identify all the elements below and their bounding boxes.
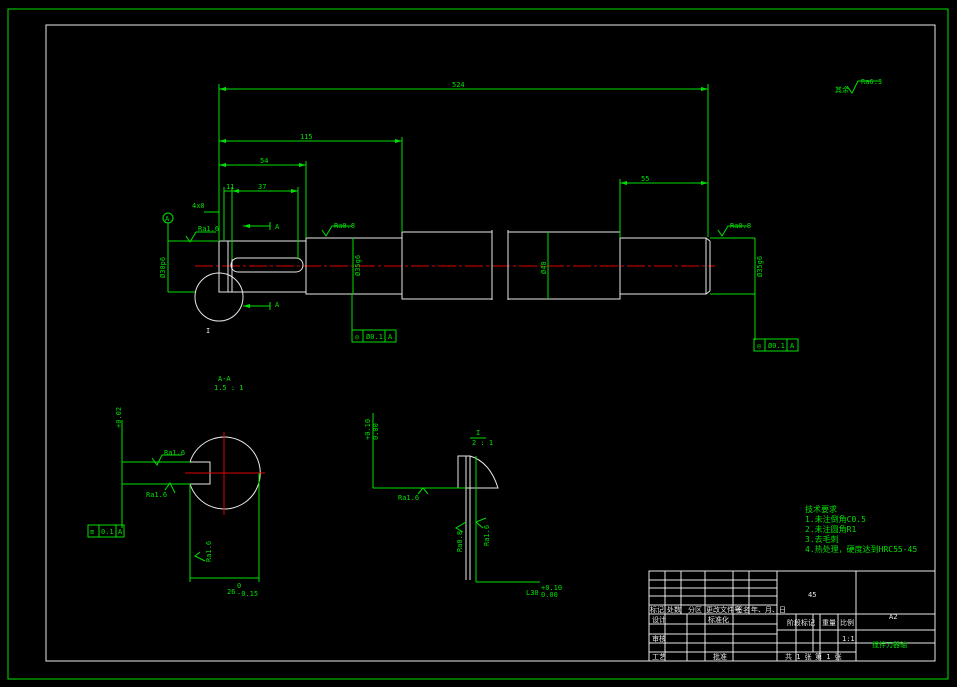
runout-frame-left: ◎ Ø0.1 A xyxy=(351,329,397,343)
tech-heading: 技术要求 xyxy=(805,504,837,514)
runout-frame-right: ◎ Ø0.1 A xyxy=(753,338,799,352)
detail-tol-upper: +0.10 xyxy=(364,419,372,440)
section-title: A-A xyxy=(218,375,231,383)
tb-sheet-total: 共 1 张 xyxy=(785,652,812,661)
section-ra-bottom: Ra1.6 xyxy=(146,491,167,499)
detail-i: I 2 : 1 +0.10 0.00 Ra1.6 Ra0.8 Ra1.6 L30… xyxy=(364,413,562,599)
tb-row-approve: 批准 xyxy=(713,652,727,661)
dim-chamfer: 4x0 xyxy=(192,202,205,210)
tb-row-process: 工艺 xyxy=(652,653,666,661)
detail-length: L30 xyxy=(526,589,539,597)
cut-label-top: A xyxy=(275,223,280,231)
section-ra-top: Ra1.6 xyxy=(164,449,185,457)
inner-frame xyxy=(45,24,936,662)
dim-115: 115 xyxy=(300,133,313,141)
tech-item-1: 1.未注倒角C0.5 xyxy=(805,514,866,524)
symmetry-frame: ≡ 0.1 A xyxy=(87,524,125,538)
dim-dia-40: Ø40 xyxy=(540,261,548,274)
tb-weight: 重量 xyxy=(822,619,836,627)
dim-dia-30: Ø30p6 xyxy=(159,257,167,278)
detail-scale: 2 : 1 xyxy=(472,439,493,447)
dimension-lines xyxy=(167,84,756,340)
section-dims xyxy=(121,420,260,582)
runout-left-datum: A xyxy=(388,333,393,341)
dim-54: 54 xyxy=(260,157,268,165)
roughness-symbols xyxy=(185,80,880,243)
ra-general: Ra6.3 xyxy=(861,78,882,86)
cut-label-bottom: A xyxy=(275,301,280,309)
keyway-tol-upper: 0 xyxy=(237,582,241,590)
detail-tol-lower: 0.00 xyxy=(372,423,380,440)
tb-header-1: 处数 xyxy=(667,605,681,614)
dim-55: 55 xyxy=(641,175,649,183)
keyway-tol-lower: -0.15 xyxy=(237,590,258,598)
keyway-depth: 26 xyxy=(227,588,235,596)
tb-header-5: 年、月、日 xyxy=(751,605,786,614)
tb-part-name: 搅拌刀器轴 xyxy=(872,640,907,649)
tb-header-3: 更改文件号 xyxy=(706,605,741,614)
ra-general-prefix: 其余 xyxy=(835,85,849,94)
dim-dia-35-right: Ø35g6 xyxy=(756,256,764,277)
section-ra-vert: Ra1.6 xyxy=(205,541,213,562)
dim-37: 37 xyxy=(258,183,266,191)
tech-item-3: 3.去毛刺 xyxy=(805,534,839,544)
tb-stage-mark: 阶段标记 xyxy=(787,618,815,627)
detail-title: I xyxy=(476,429,480,437)
symmetry-symbol: ≡ xyxy=(90,528,94,536)
tb-header-0: 标记 xyxy=(650,605,664,614)
runout-left-symbol: ◎ xyxy=(355,333,360,341)
tb-scale-value: 1:1 xyxy=(842,635,855,643)
tb-sheet-no: 第 1 张 xyxy=(815,652,842,661)
section-a-a: A-A 1.5 : 1 +0.02 Ra1.6 Ra1.6 Ra1.6 26 0… xyxy=(87,375,265,598)
tb-row-standard: 标准化 xyxy=(708,615,729,624)
tb-drawing-no: A2 xyxy=(889,613,897,621)
section-body xyxy=(189,436,261,510)
ra-08-left: Ra0.8 xyxy=(334,222,355,230)
runout-right-value: Ø0.1 xyxy=(768,342,785,350)
dim-dia-35-left: Ø35g6 xyxy=(354,255,362,276)
tb-row-check: 审核 xyxy=(652,634,666,643)
detail-dims xyxy=(372,413,540,583)
dimension-arrows xyxy=(219,87,708,308)
tech-item-4: 4.热处理，硬度达到HRC55-45 xyxy=(805,544,917,554)
tb-row-design: 设计 xyxy=(652,615,666,624)
detail-ra-vert1: Ra0.8 xyxy=(456,531,464,552)
detail-ra-left: Ra1.6 xyxy=(398,494,419,502)
detail-ref-label: I xyxy=(206,327,210,335)
section-scale: 1.5 : 1 xyxy=(214,384,244,392)
runout-right-symbol: ◎ xyxy=(757,342,762,350)
detail-len-lower: 0.00 xyxy=(541,591,558,599)
tech-item-2: 2.未注圆角R1 xyxy=(805,524,856,534)
detail-profile xyxy=(457,455,499,489)
main-shaft-view: 524 115 54 37 11 4x0 55 Ø30p6 Ø35g6 Ø40 … xyxy=(159,78,882,352)
ra-08-right: Ra0.8 xyxy=(730,222,751,230)
ra-16-left: Ra1.6 xyxy=(198,225,219,233)
keyway-width-tol: +0.02 xyxy=(115,407,123,428)
tb-header-2: 分区 xyxy=(688,605,702,614)
dim-overall: 524 xyxy=(452,81,465,89)
detail-circle xyxy=(194,272,244,322)
outer-frame xyxy=(7,8,949,680)
tb-material: 45 xyxy=(808,591,816,599)
tb-scale-label: 比例 xyxy=(840,618,854,627)
datum-a-label: A xyxy=(165,215,170,223)
runout-right-datum: A xyxy=(790,342,795,350)
detail-ra-vert2: Ra1.6 xyxy=(483,525,491,546)
symmetry-value: 0.1 xyxy=(101,528,114,536)
runout-left-value: Ø0.1 xyxy=(366,333,383,341)
symmetry-datum: A xyxy=(118,528,123,536)
tb-header-4: 签名 xyxy=(736,605,750,614)
title-block: 标记 处数 分区 更改文件号 签名 年、月、日 设计 标准化 审核 工艺 批准 … xyxy=(648,570,936,662)
tech-requirements: 技术要求 1.未注倒角C0.5 2.未注圆角R1 3.去毛刺 4.热处理，硬度达… xyxy=(805,504,917,554)
detail-len-upper: +0.10 xyxy=(541,584,562,592)
dim-11: 11 xyxy=(226,183,234,191)
